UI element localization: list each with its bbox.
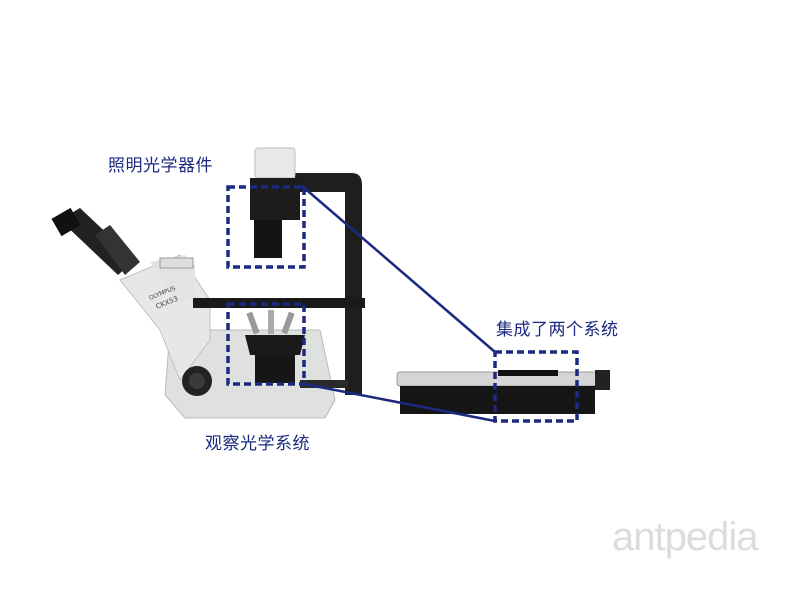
integrated-label: 集成了两个系统: [496, 320, 619, 340]
observation-highlight-box: [226, 302, 306, 386]
watermark: antpedia: [612, 515, 758, 559]
leader-line-bottom: [303, 382, 496, 423]
illumination-label: 照明光学器件: [108, 156, 213, 176]
leader-line-top: [301, 185, 496, 353]
eyepieces: [51, 207, 140, 275]
observation-label: 观察光学系统: [205, 434, 310, 454]
integrated-highlight-box: [493, 350, 579, 423]
microscope: [51, 147, 365, 419]
illumination-highlight-box: [226, 185, 306, 269]
